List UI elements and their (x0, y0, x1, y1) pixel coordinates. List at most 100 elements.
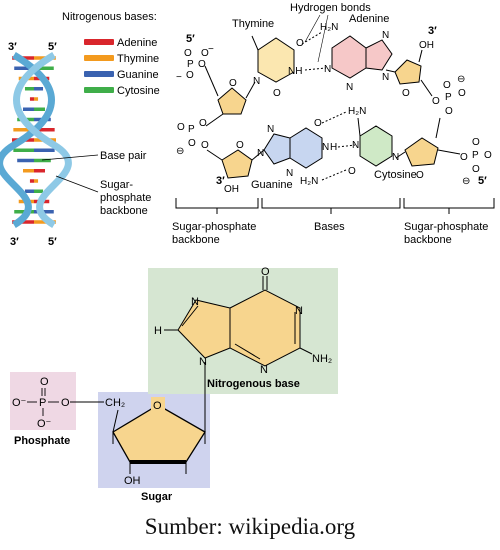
atom-nh-gua: N (322, 142, 329, 153)
bond-tr-1 (385, 69, 396, 73)
helix-5prime-top: 5′ (48, 41, 57, 53)
legend-swatch-thymine (84, 55, 114, 61)
atom-n-thy: N (253, 76, 260, 87)
atom-ominus-pr: ⊖ (457, 74, 465, 85)
atom-n-gua-1: N (267, 124, 274, 135)
phosphate-o-top: O (40, 376, 49, 388)
helix-3prime-bottom: 3′ (10, 236, 19, 248)
bracket-right-label-1: Sugar-phosphate (404, 221, 488, 233)
base-n-4: N (260, 364, 268, 376)
legend: Nitrogenous bases: Adenine Thymine Guani… (62, 11, 160, 97)
bond-tr-2 (418, 49, 423, 63)
atom-o-pr-2: O (458, 88, 466, 99)
legend-label-cytosine: Cytosine (117, 85, 160, 97)
atom-n-ade-1: N (324, 64, 331, 75)
atom-n-cyt-2: N (392, 152, 399, 163)
sugar-ring-o: O (153, 400, 162, 412)
atom-o-1: O (184, 48, 192, 59)
sugar-ring-top-right (394, 59, 422, 85)
hbond-pointer-1 (304, 14, 321, 43)
base-h: H (154, 325, 162, 337)
sugar-ring-bottom-right (404, 137, 439, 167)
atom-o-pbr-2: O (484, 150, 492, 161)
thymine-label: Thymine (232, 18, 274, 30)
bracket-right (403, 198, 495, 209)
atom-n-ade-3: N (382, 30, 389, 41)
bracket-left (175, 198, 259, 209)
hbond-ta-2 (304, 67, 327, 71)
bond-br-1 (395, 151, 406, 159)
legend-label-adenine: Adenine (117, 37, 157, 49)
atom-o-pl-3: O (188, 138, 196, 149)
atom-o-ring-tr: O (402, 88, 410, 99)
guanine-ring-5 (263, 133, 291, 165)
legend-swatch-adenine (84, 39, 114, 45)
atom-nh-thy: NH (288, 66, 302, 77)
sugar-ring-bottom-left (221, 149, 253, 179)
atom-ominus-pbr: ⊖ (462, 176, 470, 187)
atom-n-gua-2: N (257, 148, 264, 159)
bond-tl-2 (245, 81, 256, 99)
double-helix: 3′ 5′ 3′ 5′ Base pair Sugar- phosphate b… (0, 41, 151, 248)
guanine-label: Guanine (251, 179, 293, 191)
atom-p-1: P (187, 59, 194, 70)
base-pair-label: Base pair (100, 150, 147, 162)
atom-oh-bl: OH (224, 184, 239, 195)
bond-tr-3 (420, 79, 433, 97)
cytosine-ring (359, 125, 393, 167)
base-label: Nitrogenous base (207, 378, 300, 390)
atom-n-ade-4: N (382, 72, 389, 83)
atom-o-gua: O (314, 118, 322, 129)
helix-strand-front (13, 51, 72, 228)
atom-minus-2: − (208, 44, 214, 55)
hbond-gc-1 (321, 111, 347, 124)
bracket-middle-label: Bases (314, 221, 345, 233)
atom-o-pr-4: O (445, 106, 453, 117)
base-n-3: N (295, 305, 303, 317)
hbond-ta-1 (301, 31, 323, 45)
legend-item-thymine: Thymine (84, 53, 159, 65)
legend-label-guanine: Guanine (117, 69, 159, 81)
base-ring-6 (230, 290, 300, 366)
sugar-ring-o-bg (151, 397, 165, 411)
bracket-middle (261, 198, 401, 209)
atom-ominus-pl: ⊖ (176, 146, 184, 157)
methyl-thy (251, 35, 259, 51)
atom-minus-1: − (176, 72, 182, 83)
bond-pl-1 (205, 113, 224, 127)
atom-h2n-ade: H₂N (320, 22, 338, 33)
base-o: O (261, 266, 270, 278)
helix-3prime-top: 3′ (8, 41, 17, 53)
phosphate-box (10, 372, 76, 430)
base-n-1: N (191, 296, 199, 308)
sugar-bond-ch2 (112, 409, 119, 433)
backbone-label-1: Sugar- (100, 179, 133, 191)
atom-h2n-gua: H₂N (300, 176, 318, 187)
legend-swatch-guanine (84, 71, 114, 77)
atom-o-2: O (198, 59, 206, 70)
helix-5prime-bottom: 5′ (48, 236, 57, 248)
atom-o-pbr-1: O (460, 152, 468, 163)
backbone-label-2: phosphate (100, 192, 151, 204)
hbond-pointer-2 (317, 14, 329, 63)
backbone-pointer (55, 175, 99, 193)
phosphate-label: Phosphate (14, 435, 70, 447)
bond-pl-2 (206, 149, 223, 161)
base-pair-pointer (41, 154, 99, 161)
atom-o-3: O (186, 70, 194, 81)
bracket-right-label-2: backbone (404, 234, 452, 246)
base-nh2-bond (299, 347, 313, 355)
atom-o-cyt: O (348, 166, 356, 177)
adenine-ring-5 (365, 39, 393, 71)
atom-p-pl: P (188, 124, 195, 135)
legend-swatch-cytosine (84, 87, 114, 93)
atom-o-pbr-3: O (472, 137, 480, 148)
atom-n-ade-2: N (346, 82, 353, 93)
phosphate-o-bottom: O⁻ (37, 418, 52, 430)
hbond-gc-2 (337, 144, 356, 148)
atom-n-gua-3: N (286, 168, 293, 179)
atom-o-thy-2: O (273, 88, 281, 99)
base-n-2: N (199, 356, 207, 368)
bond-tl-1 (204, 65, 219, 97)
